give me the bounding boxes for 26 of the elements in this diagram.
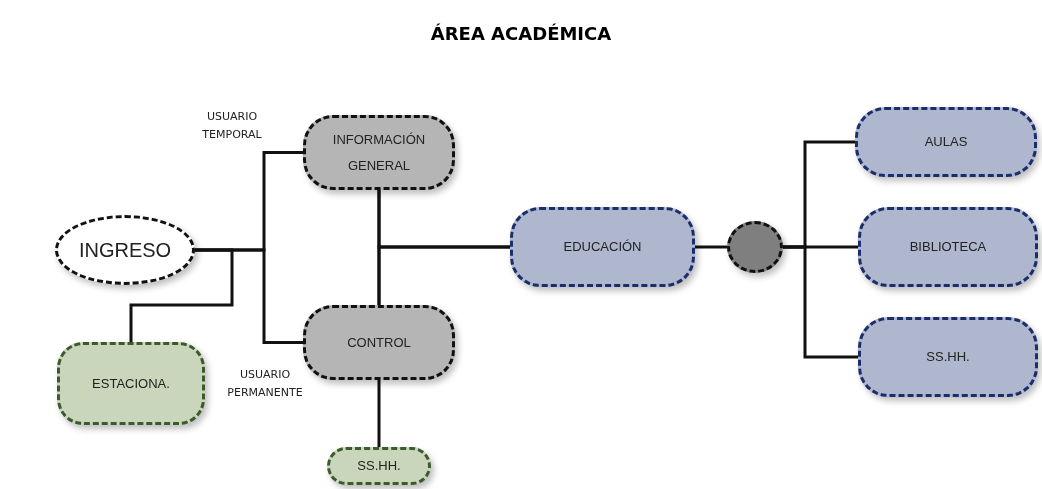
connector-line [377,245,510,305]
process-box [327,447,431,485]
diagram-title: ÁREA ACADÉMICA [430,22,612,46]
process-box [303,115,455,190]
connector-line [129,248,234,342]
connector-line [783,245,858,359]
process-box [858,207,1038,287]
process-box [303,305,455,380]
node-label: BIBLIOTECA [908,238,988,256]
node-label: EDUCACIÓN [562,238,643,256]
process-box [510,207,695,287]
node-label: AULAS [923,133,969,151]
connector-line [377,380,381,447]
process-box [57,342,205,425]
node-label: INGRESO [77,238,173,263]
node-label: CONTROL [346,333,412,352]
junction-circle [727,221,783,273]
node-label: SS.HH. [925,348,971,366]
node-label: INFORMACIÓN GENERAL [331,130,427,175]
process-box [858,317,1038,397]
node-label: SS.HH. [356,457,402,475]
process-box [855,107,1037,177]
connector-line [695,245,727,249]
node-label: ESTACIONA. [91,374,171,393]
annotation-text: USUARIO TEMPORAL [201,109,263,143]
annotation-text: USUARIO PERMANENTE [226,367,304,401]
